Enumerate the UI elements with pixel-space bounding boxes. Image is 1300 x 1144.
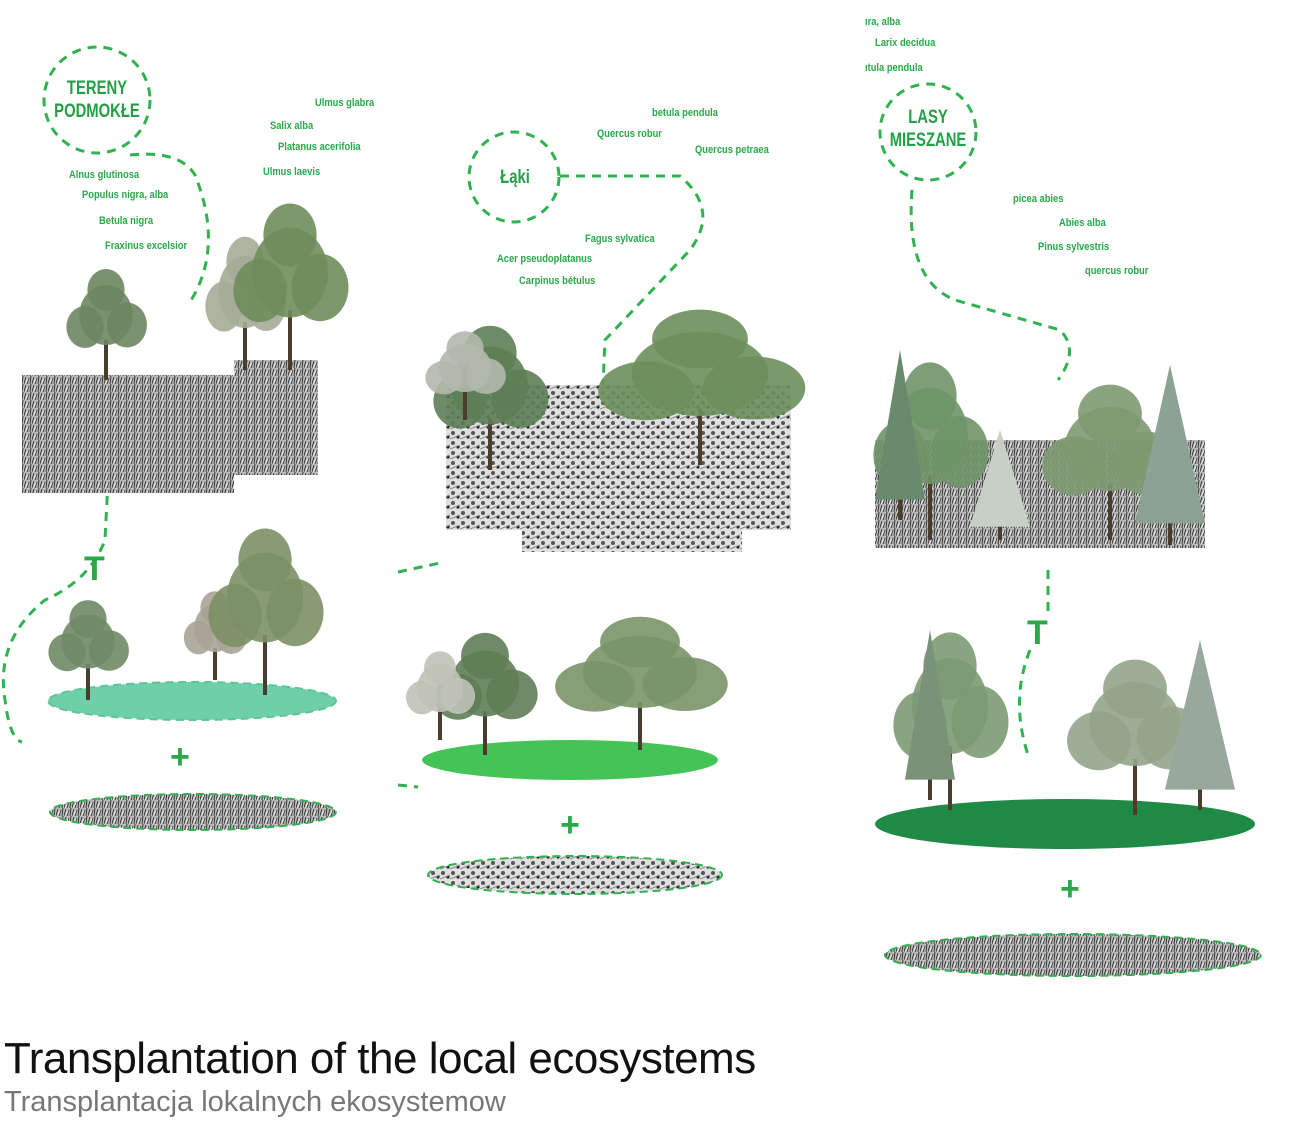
- species-label: Acer pseudoplatanus: [497, 253, 593, 265]
- landscape-photo: [22, 375, 234, 493]
- species-label: Platanus acerifolia: [278, 141, 361, 153]
- plus-symbol: +: [560, 806, 580, 844]
- title-line: Łąki: [500, 167, 530, 188]
- page-subtitle: Transplantacja lokalnych ekosystemow: [4, 1086, 506, 1118]
- tree-icon: [598, 309, 806, 465]
- transplant-symbol: T: [1027, 614, 1048, 652]
- plus-symbol: +: [170, 738, 190, 776]
- meadow-title: Łąki: [480, 166, 550, 189]
- page-title: Transplantation of the local ecosystems: [4, 1034, 756, 1083]
- conifer-tree-icon: [875, 350, 925, 520]
- connector: [1017, 570, 1050, 756]
- title-line: LASY: [908, 107, 948, 128]
- species-label: Ulmus glabra: [315, 97, 375, 109]
- landscape-photo: [234, 360, 318, 475]
- forest-title: LASY MIESZANE: [885, 106, 971, 152]
- forest-circle: [878, 82, 978, 182]
- forest-ground-ellipse: [875, 799, 1255, 849]
- forest-floor-ellipse: [884, 933, 1262, 977]
- connector: [909, 189, 1071, 381]
- tree-icon: [66, 269, 147, 380]
- species-label: Populus nigra, alba: [82, 189, 169, 201]
- connector: [397, 783, 419, 789]
- species-label: quercus robur: [1085, 265, 1149, 277]
- species-label: Betula nigra: [99, 215, 154, 227]
- wetland-title: TERENY PODMOKŁE: [54, 77, 140, 123]
- tree-icon: [893, 632, 1009, 810]
- conifer-tree-icon: [1165, 640, 1235, 810]
- species-label: Ulmus laevis: [263, 166, 321, 178]
- tree-icon: [1067, 659, 1206, 815]
- species-label: Carpinus bétulus: [519, 275, 596, 287]
- tree-icon: [233, 203, 349, 370]
- tree-icon: [406, 651, 476, 740]
- plus-symbol: +: [1060, 870, 1080, 908]
- title-line: PODMOKŁE: [54, 101, 140, 122]
- species-label: Fagus sylvatica: [585, 233, 655, 245]
- conifer-tree-icon: [1135, 365, 1205, 545]
- landscape-photo: [522, 460, 742, 552]
- species-label: Fraxinus excelsior: [105, 240, 188, 252]
- species-label: Quercus robur: [597, 128, 662, 140]
- wetland-circle: [42, 45, 152, 155]
- tree-icon: [425, 331, 506, 420]
- species-label: ıtula pendula: [865, 62, 923, 74]
- meadow-soil-ellipse: [427, 855, 723, 895]
- connector: [129, 152, 210, 306]
- meadow-circle: [467, 130, 561, 224]
- title-line: TERENY: [66, 78, 128, 99]
- tree-icon: [208, 528, 324, 695]
- connector: [560, 174, 705, 386]
- species-label: Quercus petraea: [695, 144, 769, 156]
- title-line: MIESZANE: [889, 130, 967, 151]
- species-label: picea abies: [1013, 193, 1064, 205]
- transplant-symbol: T: [84, 550, 105, 588]
- species-label: Larix decidua: [875, 37, 936, 49]
- wetland-ground-ellipse: [47, 681, 337, 721]
- species-label: ıra, alba: [865, 16, 901, 28]
- species-label: Alnus glutinosa: [69, 169, 140, 181]
- connector: [397, 561, 441, 574]
- conifer-tree-icon: [970, 430, 1030, 540]
- tree-icon: [48, 600, 129, 700]
- species-label: Pinus sylvestris: [1038, 241, 1110, 253]
- wetland-grass-ellipse: [49, 793, 337, 831]
- species-label: Salix alba: [270, 120, 314, 132]
- tree-icon: [555, 616, 728, 750]
- meadow-ground-ellipse: [422, 740, 718, 780]
- species-label: betula pendula: [652, 107, 718, 119]
- conifer-tree-icon: [905, 630, 955, 800]
- species-label: Abies alba: [1059, 217, 1106, 229]
